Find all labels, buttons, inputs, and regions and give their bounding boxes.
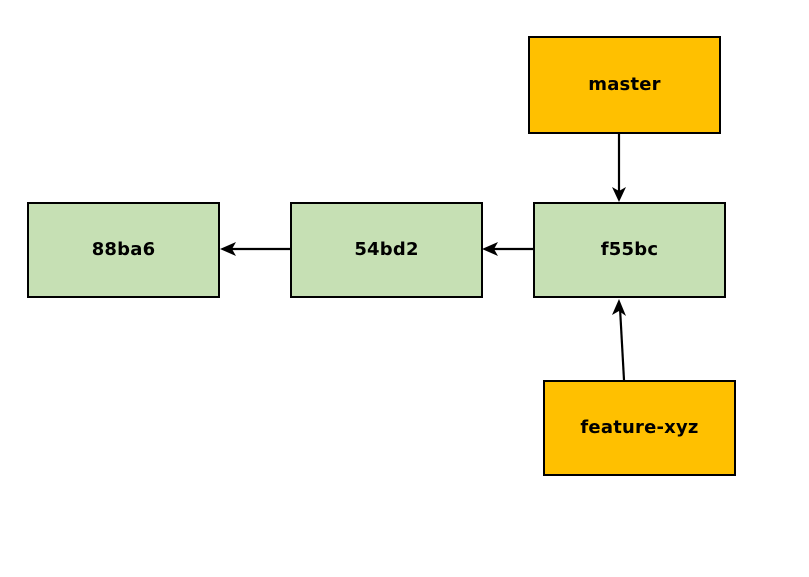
node-feature-xyz[interactable]: feature-xyz (543, 380, 736, 476)
node-commit-54bd2-label: 54bd2 (354, 239, 419, 260)
edge-54bd2-to-88ba6 (220, 242, 290, 256)
node-commit-54bd2[interactable]: 54bd2 (290, 202, 483, 298)
node-master-label: master (588, 74, 661, 95)
node-feature-xyz-label: feature-xyz (580, 417, 699, 438)
node-commit-88ba6[interactable]: 88ba6 (27, 202, 220, 298)
node-commit-88ba6-label: 88ba6 (91, 239, 156, 260)
node-commit-f55bc-label: f55bc (600, 239, 659, 260)
node-master[interactable]: master (528, 36, 721, 134)
node-commit-f55bc[interactable]: f55bc (533, 202, 726, 298)
edge-feature-xyz-to-f55bc (612, 299, 626, 381)
edge-master-to-f55bc (612, 134, 626, 202)
edge-f55bc-to-54bd2 (482, 242, 533, 256)
